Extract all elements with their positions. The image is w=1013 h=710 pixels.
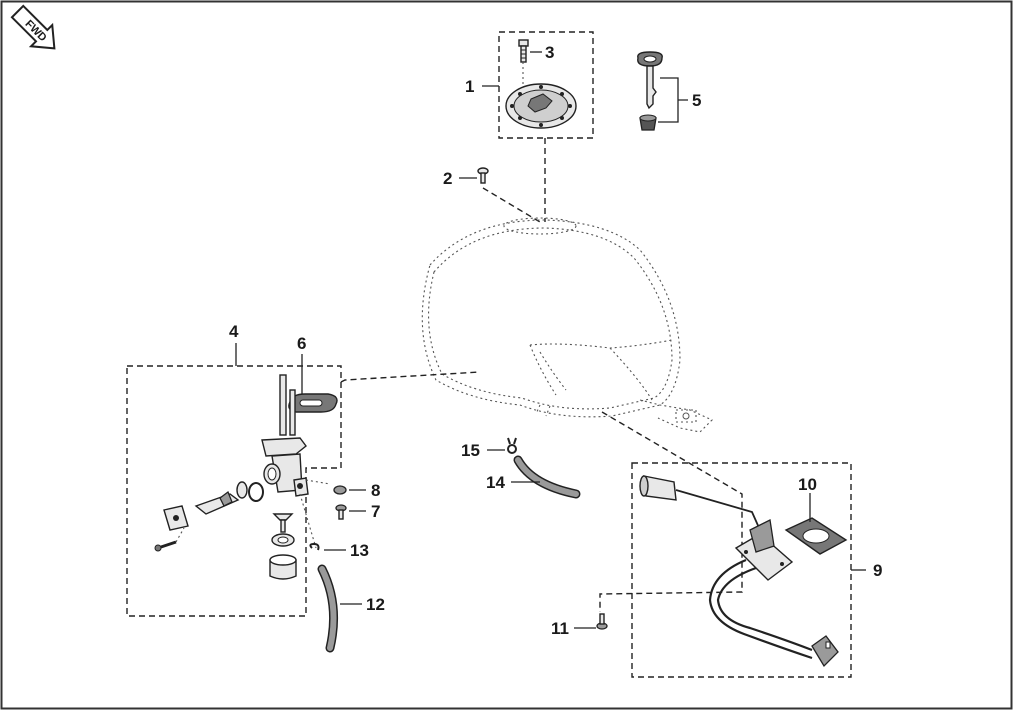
o-ring-part <box>248 482 264 502</box>
sender-bolt-part <box>596 613 608 630</box>
callout-15: 15 <box>461 441 480 460</box>
tap-gasket-part <box>288 393 338 413</box>
key-part <box>637 51 663 110</box>
sender-wire-part <box>708 558 813 660</box>
tap-washer-part <box>271 533 295 547</box>
plug-part <box>333 485 347 495</box>
sender-unit-part <box>734 519 794 581</box>
hose-clip-part <box>309 542 320 551</box>
callout-5: 5 <box>692 91 701 110</box>
callout-8: 8 <box>371 481 380 500</box>
sender-gasket-part <box>784 517 848 555</box>
fuel-tank-outline <box>421 217 713 433</box>
callout-11: 11 <box>551 619 569 638</box>
tap-plate-part <box>163 505 189 531</box>
float-part <box>639 475 761 531</box>
tap-screw-part <box>272 513 294 533</box>
bolt-part <box>518 39 529 63</box>
callout-2: 2 <box>443 169 452 188</box>
callout-10: 10 <box>798 475 817 494</box>
callout-4: 4 <box>229 322 239 341</box>
filler-cap-part <box>505 83 577 129</box>
plug-screw-part <box>335 504 347 520</box>
callout-6: 6 <box>297 334 306 353</box>
fuel-tap-group-box <box>126 365 342 617</box>
callout-7: 7 <box>371 502 380 521</box>
tap-lever-part <box>194 481 248 515</box>
callout-12: 12 <box>366 595 385 614</box>
callout-3: 3 <box>545 43 554 62</box>
drain-clip-part <box>507 437 517 454</box>
rubber-grommet-part <box>639 114 657 131</box>
callout-14: 14 <box>486 473 505 492</box>
tap-cup-part <box>269 554 297 580</box>
fwd-arrow-icon: FWD <box>10 4 56 50</box>
screw-part <box>477 167 489 184</box>
connector-part <box>811 635 839 668</box>
callout-13: 13 <box>350 541 369 560</box>
callout-9: 9 <box>873 561 882 580</box>
fuel-tap-part <box>261 374 309 497</box>
small-screw-part <box>154 540 177 552</box>
callout-1: 1 <box>465 77 474 96</box>
